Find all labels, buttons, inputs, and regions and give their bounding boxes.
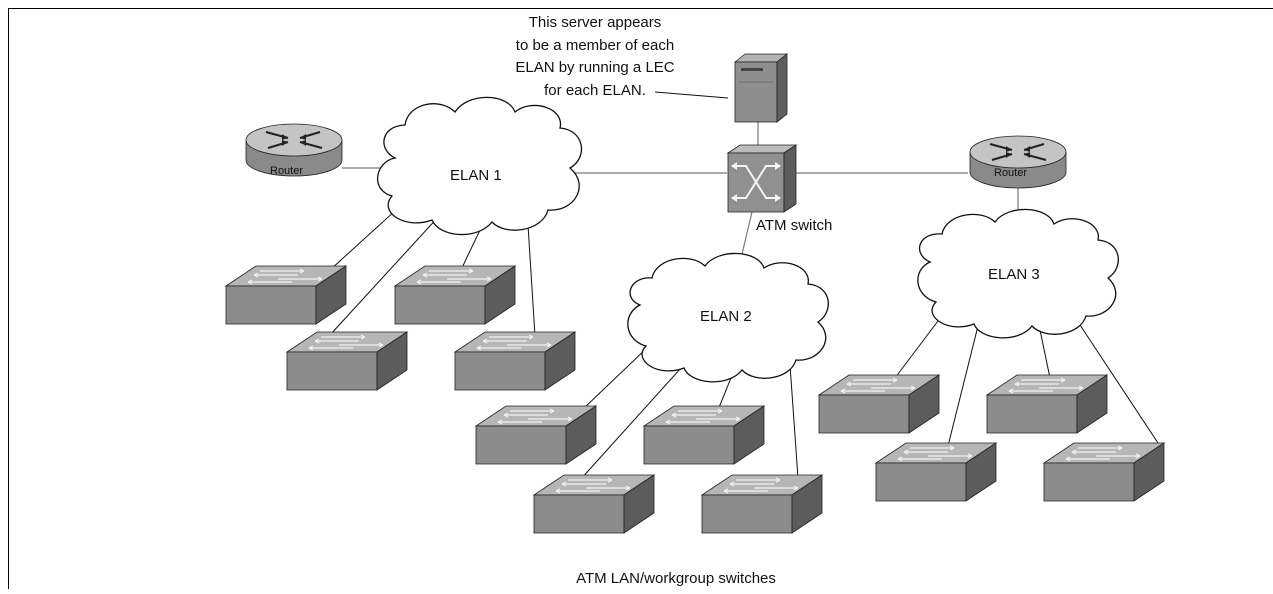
workgroup-switch — [1043, 442, 1165, 502]
router-left: Router — [244, 122, 344, 178]
router-left-label: Router — [270, 165, 303, 177]
elan2-switches — [475, 405, 823, 534]
elan2-label: ELAN 2 — [700, 308, 752, 325]
lan-links — [329, 199, 1161, 481]
workgroup-switch — [394, 265, 516, 325]
workgroup-switch — [225, 265, 347, 325]
annotation-pointer — [654, 91, 729, 99]
workgroup-switch — [643, 405, 765, 465]
server-note-line-1: This server appears — [529, 14, 662, 31]
atm-switch-icon — [737, 165, 775, 199]
link-atm-elan2 — [741, 211, 753, 255]
workgroup-switch — [475, 405, 597, 465]
server-note-line-2: to be a member of each — [516, 37, 674, 54]
workgroup-switch — [533, 474, 655, 534]
server-note-line-4: for each ELAN. — [544, 82, 646, 99]
frame-left-border — [8, 8, 9, 589]
elan1-label: ELAN 1 — [450, 167, 502, 184]
server-note: This server appears to be a member of ea… — [515, 14, 674, 99]
server-note-line-3: ELAN by running a LEC — [515, 59, 674, 76]
atm-switch — [726, 144, 798, 213]
footer-label: ATM LAN/workgroup switches — [576, 570, 776, 587]
router-right-label: Router — [994, 167, 1027, 179]
server — [733, 53, 789, 123]
router-right: Router — [968, 134, 1068, 190]
elan3-cloud — [917, 208, 1119, 339]
elan3-switches — [818, 374, 1165, 502]
elan2-cloud — [627, 252, 829, 383]
frame-top-border — [8, 8, 1273, 9]
workgroup-switch — [986, 374, 1108, 434]
workgroup-switch — [701, 474, 823, 534]
workgroup-switch — [818, 374, 940, 434]
elan1-cloud — [376, 96, 583, 236]
elan3-label: ELAN 3 — [988, 266, 1040, 283]
workgroup-switch — [454, 331, 576, 391]
atm-switch-label: ATM switch — [756, 217, 832, 234]
workgroup-switch — [875, 442, 997, 502]
workgroup-switch — [286, 331, 408, 391]
elan1-switches — [225, 265, 576, 391]
